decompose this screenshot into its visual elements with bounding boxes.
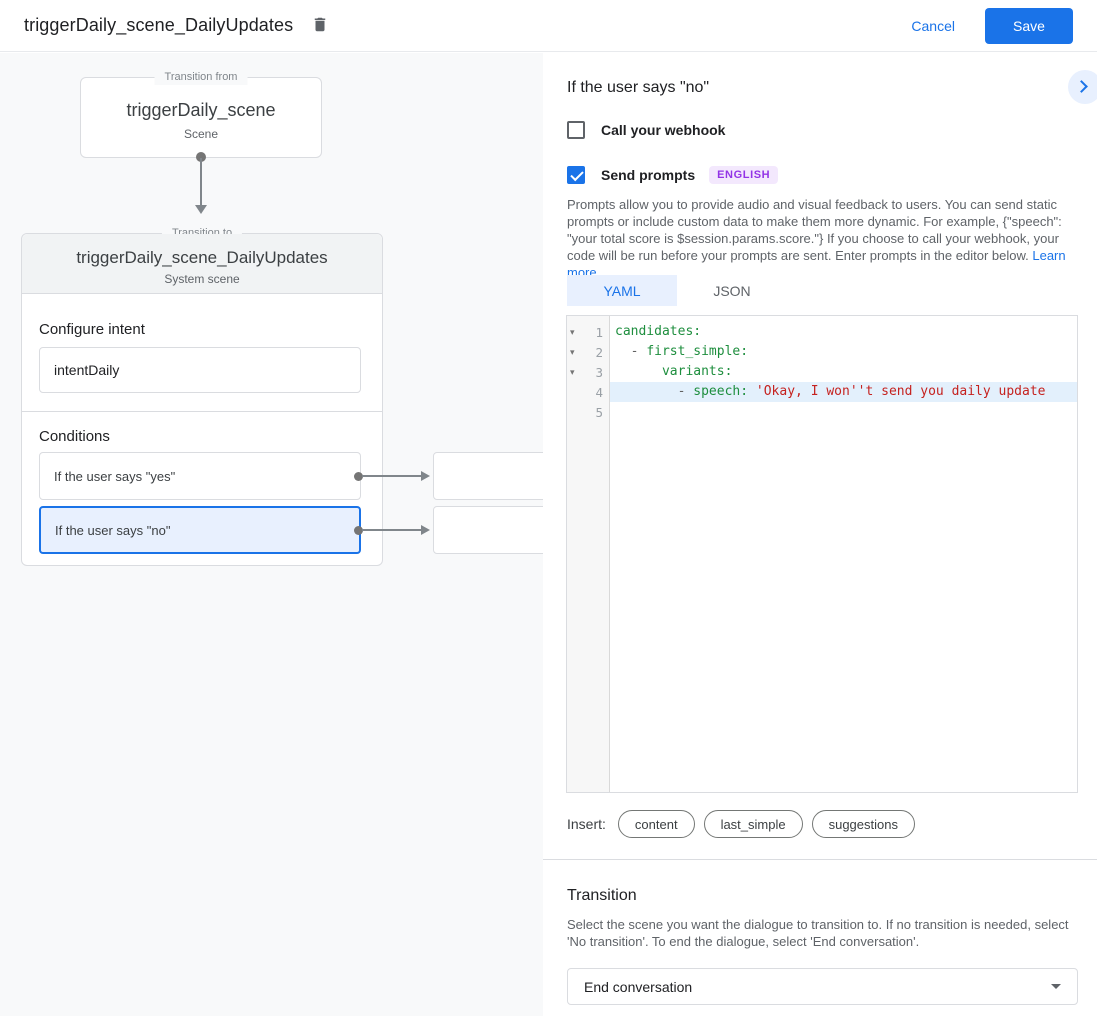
prompts-description: Prompts allow you to provide audio and v… xyxy=(567,196,1087,281)
page-title: triggerDaily_scene_DailyUpdates xyxy=(24,15,294,35)
webhook-label: Call your webhook xyxy=(601,122,726,138)
gutter-row: ▾ 2 xyxy=(567,342,609,362)
line-number: 5 xyxy=(595,404,603,420)
to-scene-type: System scene xyxy=(164,272,240,286)
yaml-dash: - xyxy=(630,344,647,359)
condition-label: If the user says "no" xyxy=(55,522,171,538)
panel-divider xyxy=(543,859,1097,860)
editor-code-area[interactable]: candidates: - first_simple: variants: - … xyxy=(610,316,1077,792)
indent xyxy=(615,344,631,359)
section-divider xyxy=(22,411,382,412)
connector-line xyxy=(362,475,422,477)
language-badge: ENGLISH xyxy=(709,166,779,184)
yaml-dash: - xyxy=(677,384,694,399)
code-line-active: - speech: 'Okay, I won''t send you daily… xyxy=(610,382,1077,402)
tab-json[interactable]: JSON xyxy=(677,275,787,306)
condition-row-yes[interactable]: If the user says "yes" xyxy=(39,452,361,500)
editor-tabs: YAML JSON xyxy=(567,275,787,306)
line-number: 4 xyxy=(595,384,603,400)
insert-chip-last-simple[interactable]: last_simple xyxy=(703,810,803,838)
indent xyxy=(615,364,662,379)
transition-from-node[interactable]: Transition from triggerDaily_scene Scene xyxy=(80,70,322,158)
connector-dot xyxy=(354,472,363,481)
yaml-key: first_simple: xyxy=(646,344,749,359)
prompt-code-editor[interactable]: ▾ 1 ▾ 2 ▾ 3 4 5 xyxy=(566,315,1078,793)
gutter-row: 5 xyxy=(567,402,609,422)
to-scene-name: triggerDaily_scene_DailyUpdates xyxy=(76,248,328,267)
from-scene-name: triggerDaily_scene xyxy=(126,100,276,120)
transition-to-node: Transition to triggerDaily_scene_DailyUp… xyxy=(21,226,383,566)
condition-label: If the user says "yes" xyxy=(54,468,176,484)
connector-dot xyxy=(354,526,363,535)
send-prompts-label: Send prompts xyxy=(601,167,696,183)
conditions-heading: Conditions xyxy=(39,428,110,445)
fold-arrow-icon[interactable]: ▾ xyxy=(570,366,575,377)
send-prompts-checkbox[interactable] xyxy=(567,166,585,184)
connector-line xyxy=(200,158,202,206)
connector-dot xyxy=(196,152,206,162)
line-number: 3 xyxy=(595,364,603,380)
insert-chip-content[interactable]: content xyxy=(617,810,695,838)
target-node-yes[interactable] xyxy=(433,452,543,500)
transition-heading: Transition xyxy=(567,887,637,904)
chevron-right-icon xyxy=(1075,80,1088,93)
intent-name: intentDaily xyxy=(54,362,120,378)
code-line: - first_simple: xyxy=(610,342,1077,362)
gutter-row: ▾ 3 xyxy=(567,362,609,382)
flow-canvas: Transition from triggerDaily_scene Scene… xyxy=(0,53,543,1016)
target-node-no[interactable] xyxy=(433,506,543,554)
transition-from-legend: Transition from xyxy=(154,70,248,85)
from-scene-type: Scene xyxy=(183,127,219,141)
description-text: Prompts allow you to provide audio and v… xyxy=(567,197,1062,263)
transition-selected-value: End conversation xyxy=(584,978,693,995)
insert-chip-suggestions[interactable]: suggestions xyxy=(811,810,915,838)
to-scene-header[interactable]: triggerDaily_scene_DailyUpdates System s… xyxy=(22,234,382,294)
condition-row-no[interactable]: If the user says "no" xyxy=(39,506,361,554)
caret-down-icon xyxy=(1051,984,1061,989)
yaml-string: 'Okay, I won''t send you daily update xyxy=(755,384,1046,399)
arrow-down-icon xyxy=(195,205,207,214)
line-number: 1 xyxy=(595,324,603,340)
yaml-key: candidates: xyxy=(615,324,702,339)
code-line xyxy=(610,402,1077,422)
transition-description: Select the scene you want the dialogue t… xyxy=(567,917,1069,949)
fold-arrow-icon[interactable]: ▾ xyxy=(570,326,575,337)
trash-icon xyxy=(311,14,329,38)
webhook-row: Call your webhook xyxy=(567,121,725,139)
connector-line xyxy=(362,529,422,531)
insert-label: Insert: xyxy=(567,816,606,832)
gutter-row: ▾ 1 xyxy=(567,322,609,342)
collapse-panel-button[interactable] xyxy=(1068,70,1097,104)
tab-yaml[interactable]: YAML xyxy=(567,275,677,306)
send-prompts-row: Send prompts ENGLISH xyxy=(567,166,779,184)
configure-intent-heading: Configure intent xyxy=(39,321,145,338)
webhook-checkbox[interactable] xyxy=(567,121,585,139)
cancel-button[interactable]: Cancel xyxy=(911,17,955,34)
yaml-key: variants: xyxy=(661,364,733,379)
code-line: candidates: xyxy=(610,322,1077,342)
transition-select[interactable]: End conversation xyxy=(567,968,1078,1005)
editor-gutter: ▾ 1 ▾ 2 ▾ 3 4 5 xyxy=(567,316,610,792)
top-bar: triggerDaily_scene_DailyUpdates Cancel S… xyxy=(0,0,1097,52)
condition-detail-panel: If the user says "no" Call your webhook … xyxy=(543,53,1097,1016)
intent-card[interactable]: intentDaily xyxy=(39,347,361,393)
save-button[interactable]: Save xyxy=(985,7,1073,44)
panel-title: If the user says "no" xyxy=(567,79,710,96)
insert-toolbar: Insert: content last_simple suggestions xyxy=(567,810,924,838)
line-number: 2 xyxy=(595,344,603,360)
arrow-right-icon xyxy=(421,525,430,535)
indent xyxy=(615,384,678,399)
delete-button[interactable] xyxy=(311,14,329,38)
yaml-key: speech: xyxy=(693,384,756,399)
code-line: variants: xyxy=(610,362,1077,382)
fold-arrow-icon[interactable]: ▾ xyxy=(570,346,575,357)
gutter-row: 4 xyxy=(567,382,609,402)
arrow-right-icon xyxy=(421,471,430,481)
